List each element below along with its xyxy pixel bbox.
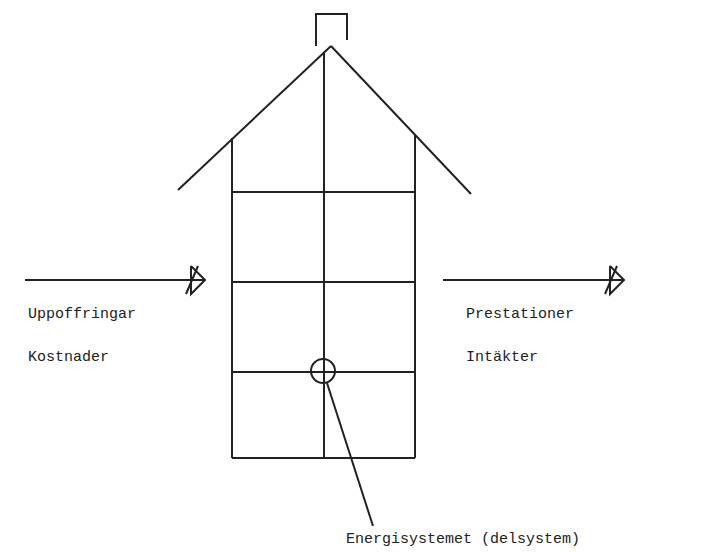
- output-arrow: [443, 279, 624, 281]
- wall-line: [414, 134, 416, 458]
- roof-line: [331, 46, 471, 194]
- input-label: Uppoffringar: [28, 306, 136, 324]
- arrow-head: [610, 266, 624, 294]
- subsystem-label: Energisystemet (delsystem): [346, 531, 580, 549]
- input-arrow: [25, 279, 205, 281]
- chimney: [316, 14, 347, 46]
- arrow-head: [605, 266, 617, 294]
- input-label: Kostnader: [28, 349, 109, 367]
- arrow-head: [186, 266, 198, 294]
- output-label: Intäkter: [466, 349, 538, 367]
- arrow-head: [191, 266, 205, 294]
- roof-line: [178, 46, 331, 190]
- wall-line: [231, 138, 233, 458]
- subsystem-circle: [311, 359, 335, 383]
- grid-line: [323, 52, 325, 458]
- leader-line: [327, 383, 373, 526]
- output-label: Prestationer: [466, 306, 574, 324]
